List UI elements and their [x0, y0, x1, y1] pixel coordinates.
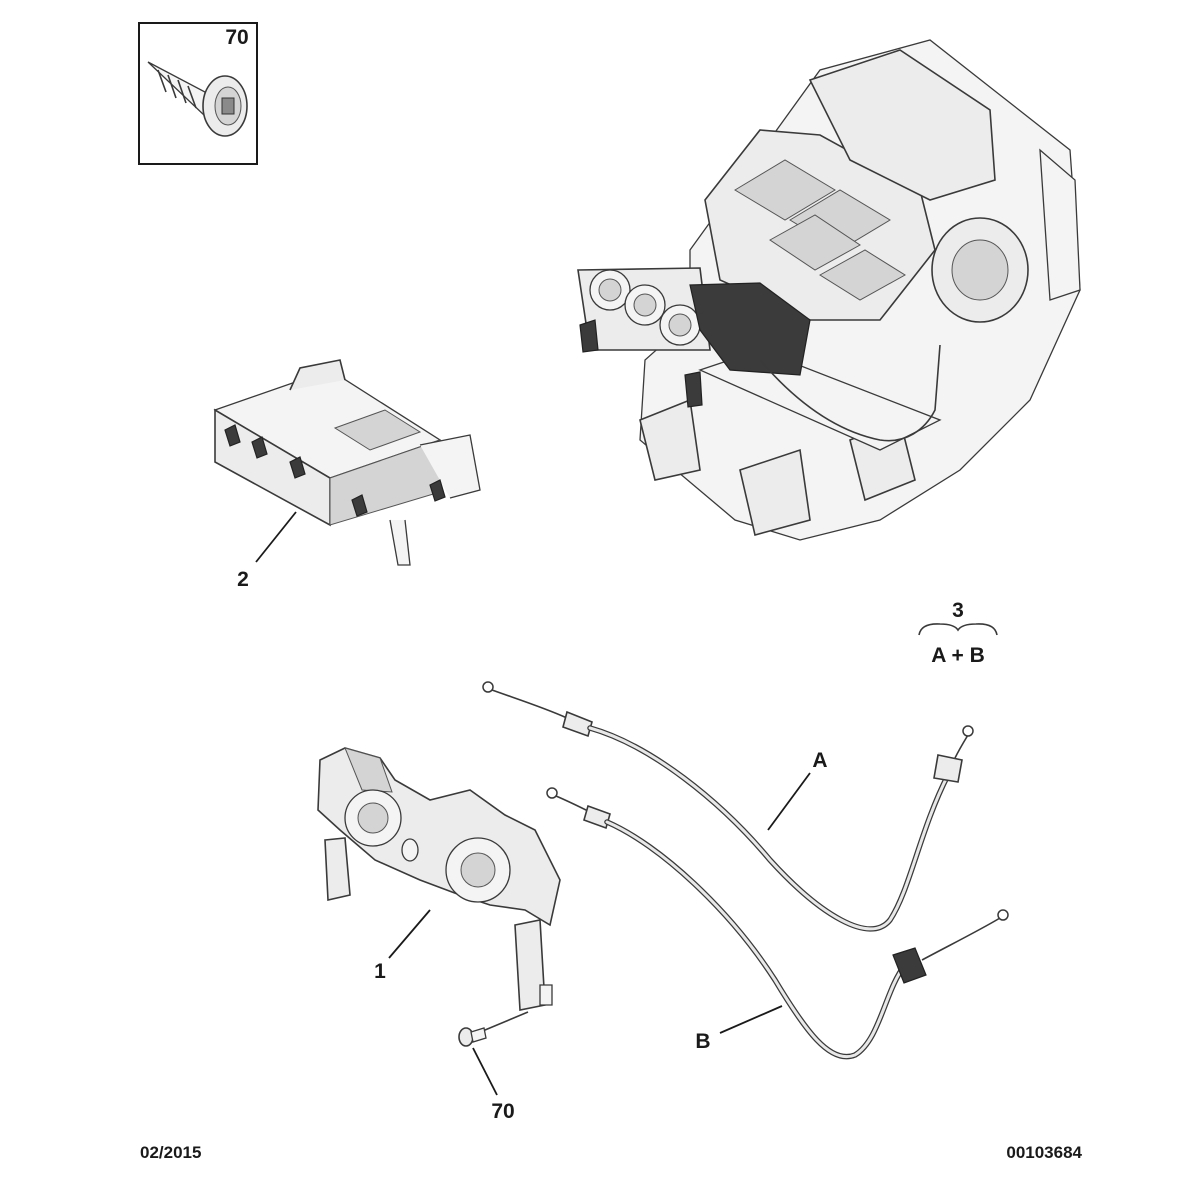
- cable-set-ref-label: 3: [952, 599, 964, 622]
- cable-b-leader-line: [719, 1005, 783, 1034]
- cable-a-end-eyelet: [482, 681, 494, 693]
- footer-document-number: 00103684: [1006, 1143, 1082, 1162]
- mounting-screw: [458, 1011, 529, 1047]
- control-panel-ref-label: 1: [374, 960, 386, 983]
- housing-vent-grid: [734, 159, 906, 301]
- control-panel-unit: [317, 747, 561, 1011]
- cable-set-brace: [918, 623, 998, 636]
- control-panel-leader-line: [388, 909, 431, 959]
- cable-a-far-eyelet: [962, 725, 974, 737]
- housing-lower-ducts: [639, 349, 942, 536]
- fastener-inset-box: 70: [138, 22, 258, 165]
- fastener-box-ref-label: 70: [225, 26, 248, 49]
- hvac-housing-assembly: [577, 39, 1081, 541]
- cable-set-label-group: 3 A + B: [918, 599, 998, 667]
- footer-date: 02/2015: [140, 1143, 201, 1162]
- module-ref-label: 2: [237, 568, 249, 591]
- cable-set-composition-label: A + B: [931, 644, 984, 667]
- installed-control-panel: [577, 267, 811, 408]
- cable-b-far-eyelet: [997, 909, 1009, 921]
- cable-b-ferrule: [583, 804, 611, 830]
- cable-a-adjuster: [933, 754, 963, 783]
- cable-b-clip: [892, 947, 927, 984]
- cable-b: [546, 787, 1009, 1060]
- screw-leader-line: [472, 1047, 498, 1096]
- self-tapping-screw-illustration: [147, 61, 248, 137]
- cable-b-end-eyelet: [546, 787, 558, 799]
- screw-ref-label: 70: [491, 1100, 514, 1123]
- cable-a: [482, 681, 974, 932]
- blower-housing: [808, 49, 1081, 323]
- cable-a-label: A: [812, 749, 827, 772]
- module-leader-line: [255, 511, 297, 563]
- electronic-module: [213, 359, 481, 566]
- cable-a-ferrule: [562, 710, 593, 738]
- cable-b-label: B: [695, 1030, 710, 1053]
- cable-a-leader-line: [767, 772, 811, 831]
